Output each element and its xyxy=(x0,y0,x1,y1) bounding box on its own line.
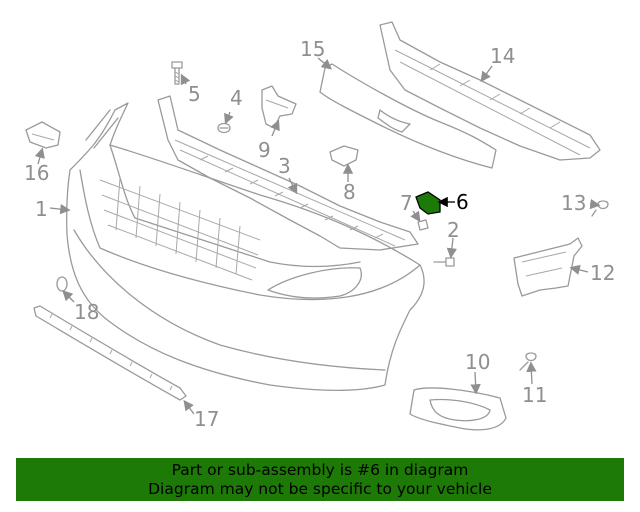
energy-absorber-part[interactable] xyxy=(379,21,601,161)
callout-11: 11 xyxy=(522,383,547,407)
callout-2: 2 xyxy=(447,218,460,242)
fog-lamp-bezel-10-part[interactable] xyxy=(409,387,507,431)
bracket-9-part[interactable] xyxy=(261,85,297,129)
banner-line-2: Diagram may not be specific to your vehi… xyxy=(148,480,492,498)
side-bracket-12-part[interactable] xyxy=(513,237,583,297)
bracket-8-part[interactable] xyxy=(329,145,359,167)
bumper-bracket-part[interactable] xyxy=(157,95,419,251)
callout-14: 14 xyxy=(490,44,515,68)
callout-3: 3 xyxy=(278,154,291,178)
callout-10: 10 xyxy=(465,350,490,374)
screw-5-part[interactable] xyxy=(171,61,183,85)
callout-13: 13 xyxy=(561,191,586,215)
callout-8: 8 xyxy=(343,180,356,204)
callout-1: 1 xyxy=(35,197,48,221)
emblem-part[interactable] xyxy=(25,121,61,149)
grille-panel-part[interactable] xyxy=(319,63,497,169)
clip-18-part[interactable] xyxy=(56,276,68,292)
callout-17: 17 xyxy=(194,407,219,431)
callout-6-highlighted: 6 xyxy=(456,190,469,214)
callout-5: 5 xyxy=(188,82,201,106)
callout-4: 4 xyxy=(230,86,243,110)
screw-2-part[interactable] xyxy=(433,257,455,267)
clip-6-part-highlighted[interactable] xyxy=(415,191,441,215)
clip-4-part[interactable] xyxy=(217,122,231,134)
screw-13-part[interactable] xyxy=(591,200,609,217)
callout-16: 16 xyxy=(24,161,49,185)
callout-12: 12 xyxy=(590,261,615,285)
callout-9: 9 xyxy=(258,138,271,162)
leader-lines xyxy=(34,57,601,415)
clip-7-part[interactable] xyxy=(417,219,429,231)
callout-18: 18 xyxy=(74,300,99,324)
banner-line-1: Part or sub-assembly is #6 in diagram xyxy=(171,461,469,479)
info-banner: Part or sub-assembly is #6 in diagram Di… xyxy=(16,458,624,501)
callout-7: 7 xyxy=(400,191,413,215)
callout-15: 15 xyxy=(300,37,325,61)
screw-11-part[interactable] xyxy=(519,352,537,371)
lower-trim-17-part[interactable] xyxy=(33,305,187,401)
bumper-cover-part[interactable] xyxy=(65,102,425,391)
